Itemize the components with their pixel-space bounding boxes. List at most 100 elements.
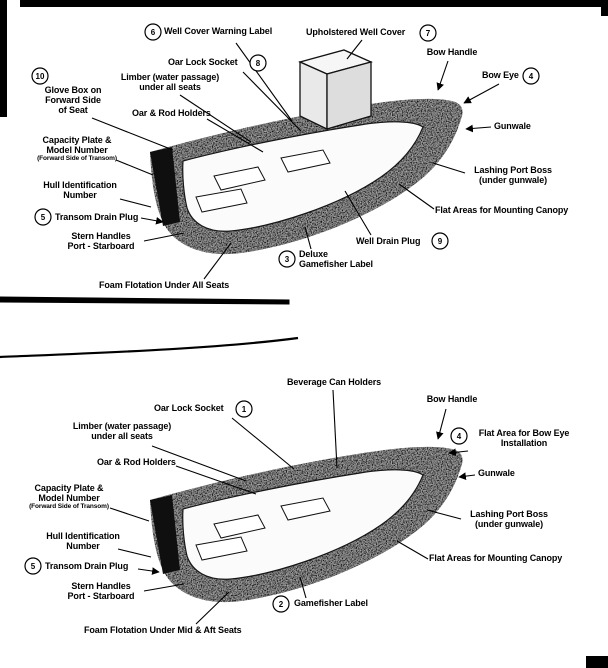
- label-text-line: Stern Handles: [71, 231, 131, 241]
- label-text-line: Flat Area for Bow Eye: [478, 428, 570, 438]
- leader-line-gunwale: [465, 124, 492, 133]
- leader-line-glove-box: [91, 117, 174, 151]
- label-text-line: (Forward Side of Transom): [29, 503, 109, 510]
- label-text-line: Limber (water passage): [72, 421, 172, 431]
- leader-line-beverage-can-holders: [332, 389, 338, 469]
- callout-circle: [31, 67, 49, 85]
- callout-circle: [249, 54, 267, 72]
- label-text-line: Model Number: [46, 145, 108, 155]
- callout-number-text: 5: [41, 213, 46, 222]
- label-text-line: Foam Flotation Under All Seats: [99, 280, 230, 290]
- label-capacity-plate: Capacity Plate &Model Number(Forward Sid…: [28, 135, 126, 163]
- callout-circle: [144, 23, 162, 41]
- leader-line-transom-drain-plug: [140, 216, 164, 225]
- callout-number-text: 9: [438, 237, 443, 246]
- callout-number-5: 5: [34, 208, 52, 226]
- label-text-line: Hull Identification: [46, 531, 120, 541]
- callout-number-9: 9: [431, 232, 449, 250]
- callout-number-text: 10: [36, 72, 45, 81]
- callout-circle: [419, 24, 437, 42]
- callout-circle: [522, 67, 540, 85]
- label-text-line: Oar Lock Socket: [154, 403, 224, 413]
- leader-line-flat-area-bow-eye: [448, 448, 469, 457]
- label-lashing-port-boss: Lashing Port Boss(under gunwale): [462, 509, 556, 529]
- label-gunwale: Gunwale: [494, 121, 538, 131]
- label-text-line: Capacity Plate &: [42, 135, 112, 145]
- callout-number-text: 2: [279, 600, 284, 609]
- callout-number-text: 8: [256, 59, 261, 68]
- leader-line-bow-handle: [436, 408, 447, 440]
- leader-line-flat-areas-canopy: [396, 540, 429, 560]
- label-upholstered-well-cover: Upholstered Well Cover: [306, 27, 426, 37]
- label-limber: Limber (water passage)under all seats: [66, 421, 178, 441]
- label-text-line: Port - Starboard: [67, 591, 135, 601]
- label-text-line: Transom Drain Plug: [55, 212, 139, 222]
- leader-line-well-cover-warning-label: [235, 42, 293, 122]
- leader-line-bow-handle: [436, 60, 449, 91]
- leader-line-lashing-port-boss: [432, 162, 466, 174]
- leader-line-hull-id-number: [119, 198, 152, 208]
- callout-number-5: 5: [24, 557, 42, 575]
- callout-number-1: 1: [235, 400, 253, 418]
- callout-number-text: 3: [285, 255, 290, 264]
- label-text-line: Well Drain Plug: [356, 236, 421, 246]
- leader-line-stern-handles: [143, 232, 185, 242]
- label-text-line: Well Cover Warning Label: [164, 26, 273, 36]
- label-text-line: Lashing Port Boss: [474, 165, 552, 175]
- label-transom-drain-plug: Transom Drain Plug: [45, 561, 135, 571]
- label-limber: Limber (water passage)under all seats: [116, 72, 224, 92]
- label-text-line: Flat Areas for Mounting Canopy: [429, 553, 563, 563]
- leader-line-deluxe-gamefisher-label: [304, 226, 312, 250]
- label-text-line: Glove Box on: [44, 85, 102, 95]
- label-flat-areas-canopy: Flat Areas for Mounting Canopy: [429, 553, 571, 563]
- label-text-line: of Seat: [58, 105, 88, 115]
- label-text-line: Stern Handles: [71, 581, 131, 591]
- callout-number-10: 10: [31, 67, 49, 85]
- leader-line-foam-flotation: [203, 242, 232, 280]
- page-divider-artifacts: [0, 296, 299, 359]
- label-text-line: Number: [63, 190, 97, 200]
- well-cover-box: [298, 49, 373, 131]
- callout-number-4: 4: [522, 67, 540, 85]
- callout-number-text: 4: [529, 72, 534, 81]
- leader-line-hull-id-number: [117, 548, 152, 558]
- leader-line-lashing-port-boss: [426, 509, 462, 520]
- label-text-line: Beverage Can Holders: [287, 377, 382, 387]
- label-text-line: Hull Identification: [43, 180, 117, 190]
- leader-line-oar-lock-socket: [231, 417, 295, 470]
- label-bow-handle: Bow Handle: [421, 394, 483, 404]
- callout-number-text: 4: [457, 432, 462, 441]
- label-gunwale: Gunwale: [478, 468, 522, 478]
- label-text-line: Installation: [500, 438, 548, 448]
- label-text-line: Oar & Rod Holders: [132, 108, 211, 118]
- callout-number-2: 2: [272, 595, 290, 613]
- leader-line-gamefisher-label: [299, 576, 307, 599]
- label-text-line: Model Number: [38, 493, 100, 503]
- label-text-line: under all seats: [139, 82, 201, 92]
- leader-line-flat-areas-canopy: [398, 183, 435, 210]
- label-oar-rod-holders: Oar & Rod Holders: [97, 457, 183, 467]
- label-text-line: Upholstered Well Cover: [306, 27, 406, 37]
- label-transom-drain-plug: Transom Drain Plug: [55, 212, 143, 222]
- callout-circle: [431, 232, 449, 250]
- callout-circle: [24, 557, 42, 575]
- label-foam-flotation: Foam Flotation Under All Seats: [99, 280, 244, 290]
- leader-line-gunwale: [458, 472, 476, 480]
- leader-lines: [91, 39, 500, 625]
- label-text-line: Oar & Rod Holders: [97, 457, 176, 467]
- leader-line-stern-handles: [143, 583, 185, 592]
- callout-circle: [450, 427, 468, 445]
- callout-circle: [272, 595, 290, 613]
- leader-line-foam-flotation: [195, 591, 230, 625]
- label-text-line: (under gunwale): [479, 175, 547, 185]
- label-text-line: Bow Handle: [426, 47, 478, 57]
- label-text-line: Flat Areas for Mounting Canopy: [435, 205, 569, 215]
- label-text-line: Limber (water passage): [120, 72, 220, 82]
- leader-line-bow-eye: [463, 83, 500, 104]
- leader-line-transom-drain-plug: [137, 567, 160, 575]
